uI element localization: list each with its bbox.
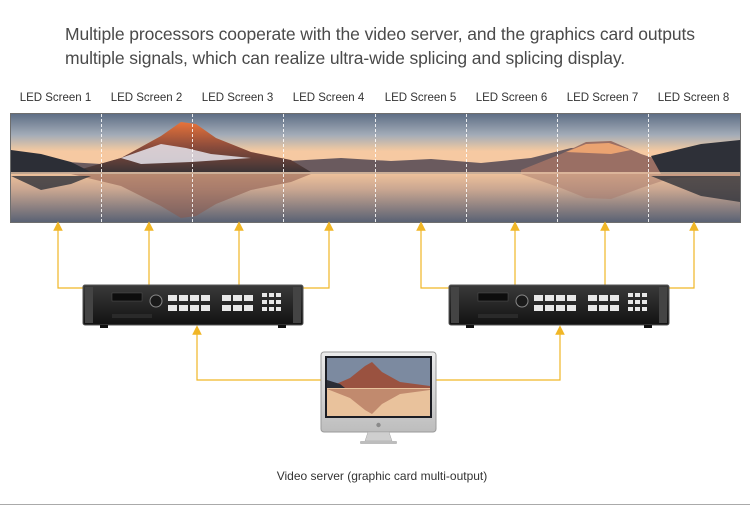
screen-label-8: LED Screen 8 (657, 92, 730, 104)
connector-lines-server (192, 325, 565, 381)
processor-right (448, 284, 670, 328)
monitor-icon (320, 351, 437, 444)
server-caption: Video server (graphic card multi-output) (276, 469, 488, 483)
screen-label-2: LED Screen 2 (110, 92, 183, 104)
led-video-wall (10, 113, 741, 223)
connector-lines-left (53, 221, 334, 289)
bottom-divider (0, 504, 750, 505)
screen-divider (648, 114, 649, 222)
processor-left (82, 284, 304, 328)
connector-lines-right (416, 221, 699, 289)
screen-divider (283, 114, 284, 222)
screen-divider (101, 114, 102, 222)
headline: Multiple processors cooperate with the v… (65, 22, 735, 70)
screen-label-7: LED Screen 7 (566, 92, 639, 104)
screen-labels: LED Screen 1 LED Screen 2 LED Screen 3 L… (10, 92, 740, 110)
screen-divider (466, 114, 467, 222)
headline-line-1: Multiple processors cooperate with the v… (65, 24, 695, 44)
screen-divider (557, 114, 558, 222)
screen-label-6: LED Screen 6 (475, 92, 548, 104)
screen-label-5: LED Screen 5 (384, 92, 457, 104)
screen-label-4: LED Screen 4 (292, 92, 365, 104)
screen-label-3: LED Screen 3 (201, 92, 274, 104)
screen-label-1: LED Screen 1 (19, 92, 92, 104)
screen-divider (375, 114, 376, 222)
headline-line-2: multiple signals, which can realize ultr… (65, 48, 626, 68)
screen-divider (192, 114, 193, 222)
